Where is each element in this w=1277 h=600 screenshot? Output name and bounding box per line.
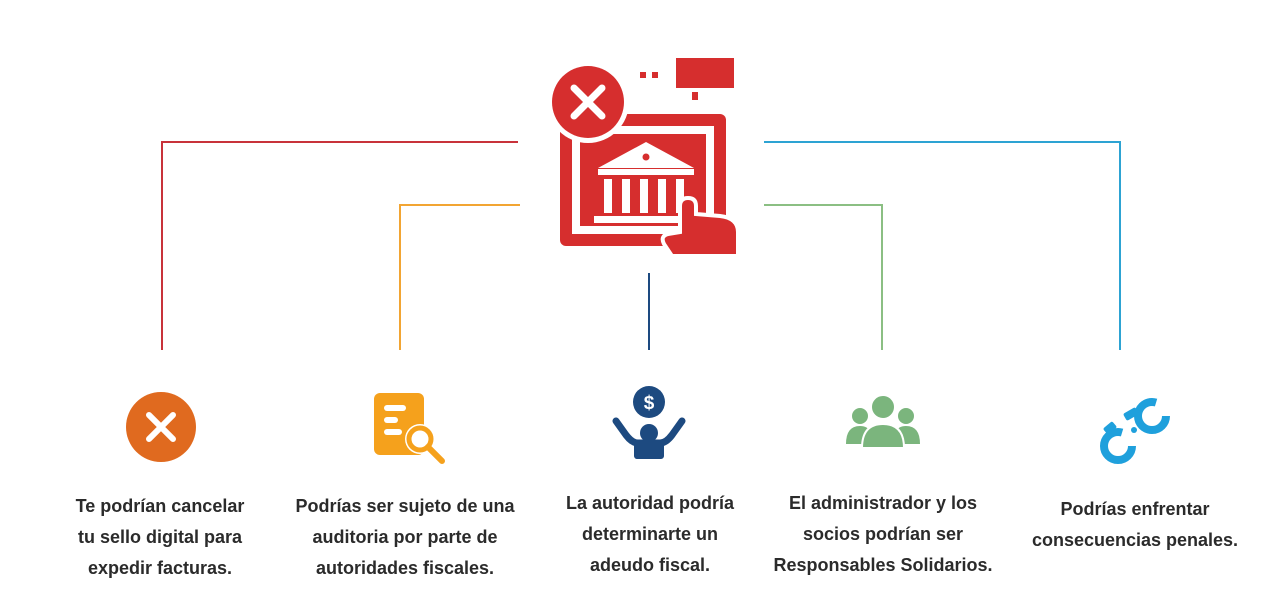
tax-authority-building-with-cancel-icon — [548, 58, 740, 258]
person-with-dollar-icon: $ — [612, 386, 686, 459]
connector-line-audit — [399, 204, 520, 350]
cancel-icon — [126, 392, 196, 462]
caption-joint-liability: El administrador y los socios podrían se… — [773, 493, 993, 575]
connector-line-solidarity — [764, 204, 883, 350]
connector-line-cancel — [161, 141, 518, 350]
document-search-icon — [374, 393, 445, 464]
caption-fiscal-debt: La autoridad podría determinarte un adeu… — [565, 493, 734, 575]
handcuffs-icon — [1100, 398, 1170, 464]
caption-audit: Podrías ser sujeto de una auditoria por … — [295, 496, 515, 578]
svg-text:$: $ — [644, 393, 655, 414]
connector-line-penal — [764, 141, 1121, 350]
group-of-people-icon — [846, 394, 920, 449]
caption-cancel-seal: Te podrían cancelar tu sello digital par… — [75, 496, 245, 578]
caption-criminal-consequences: Podrías enfrentar consecuencias penales. — [1031, 499, 1239, 550]
